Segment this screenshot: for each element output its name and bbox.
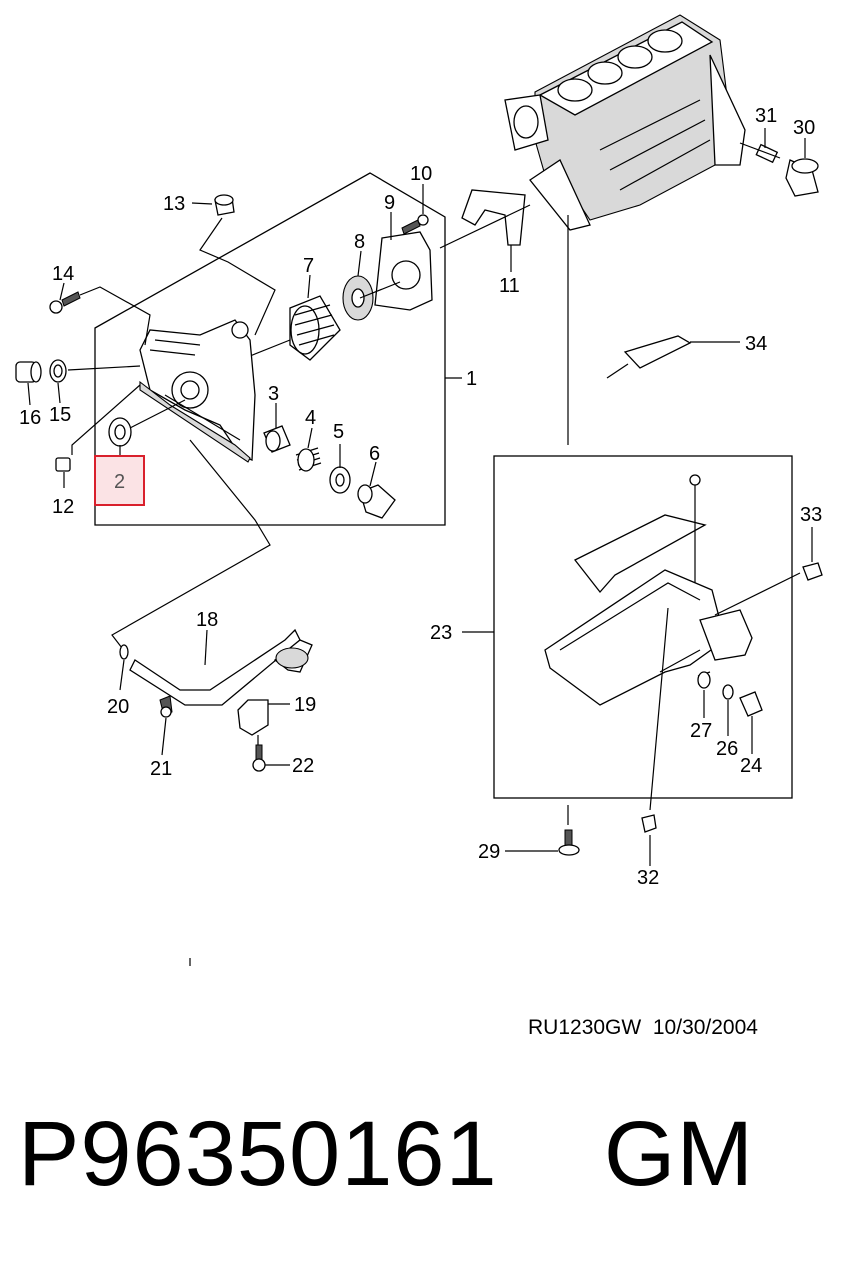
callout-29[interactable]: 29 [478,841,500,863]
plug-part-30 [785,158,819,197]
callout-11[interactable]: 11 [499,275,520,297]
sealant-tube-part-34 [606,335,692,379]
washer-part-5 [329,466,351,494]
callout-4[interactable]: 4 [305,407,316,429]
bolt-part-29 [558,829,580,856]
callout-16[interactable]: 16 [19,407,41,429]
exploded-parts-diagram: 1 2 3 4 5 6 7 8 9 10 11 12 13 14 15 16 1… [15,14,823,966]
inner-gear-part-8 [342,275,374,321]
callout-3[interactable]: 3 [268,383,279,405]
callout-20[interactable]: 20 [107,696,129,718]
oring-part-20 [119,644,129,660]
callout-13[interactable]: 13 [163,193,185,215]
callout-5[interactable]: 5 [333,421,344,443]
oil-pan-part-23 [544,569,753,706]
bolt-part-14 [49,291,81,314]
callout-1[interactable]: 1 [466,368,477,390]
drain-plug-part-24 [739,691,763,717]
plug-part-16 [15,361,42,383]
callout-30[interactable]: 30 [793,117,815,139]
callout-27[interactable]: 27 [690,720,712,742]
bolt-part-21 [159,695,173,718]
callout-22[interactable]: 22 [292,755,314,777]
callout-23[interactable]: 23 [430,622,452,644]
washer-part-15 [49,359,67,383]
callout-19[interactable]: 19 [294,694,316,716]
washer-part-26 [722,684,734,700]
selected-part-highlight[interactable] [94,455,145,506]
baffle-plate [573,514,707,594]
bolt-part-22 [252,744,266,772]
seal-part-2 [108,417,132,447]
bracket-part-19 [237,699,269,736]
nut-part-32 [641,814,657,833]
spring-part-27 [697,671,711,689]
drawing-reference: RU1230GW 10/30/2004 [528,1016,758,1039]
plug-bolt-part-6 [357,484,396,519]
spring-part-4 [295,447,322,472]
callout-32[interactable]: 32 [637,867,659,889]
callout-6[interactable]: 6 [369,443,380,465]
callout-7[interactable]: 7 [303,255,314,277]
strainer-pipe-part-18 [129,628,313,706]
callout-31[interactable]: 31 [755,105,777,127]
callout-9[interactable]: 9 [384,192,395,214]
callout-12[interactable]: 12 [52,496,74,518]
bolt-part-10 [401,214,429,235]
callout-26[interactable]: 26 [716,738,738,760]
callout-10[interactable]: 10 [410,163,432,185]
outer-ring-part-7 [289,295,341,361]
callout-24[interactable]: 24 [740,755,762,777]
callout-21[interactable]: 21 [150,758,172,780]
sleeve-part-3 [263,425,291,453]
callout-15[interactable]: 15 [49,404,71,426]
oil-pump-body [139,319,256,463]
seal-retainer-part-11 [461,189,526,246]
callout-8[interactable]: 8 [354,231,365,253]
callout-33[interactable]: 33 [800,504,822,526]
nut-part-33 [802,562,823,581]
callout-18[interactable]: 18 [196,609,218,631]
callout-14[interactable]: 14 [52,263,74,285]
callout-34[interactable]: 34 [745,333,767,355]
engine-block [504,14,746,231]
pin-part-12 [55,457,71,472]
part-number-title: P96350161 GM [18,1103,755,1205]
plug-part-13 [214,194,235,216]
oil-pan-group-box [493,455,793,799]
callout-2[interactable]: 2 [114,471,125,493]
cover-plate-part-9 [374,231,433,311]
